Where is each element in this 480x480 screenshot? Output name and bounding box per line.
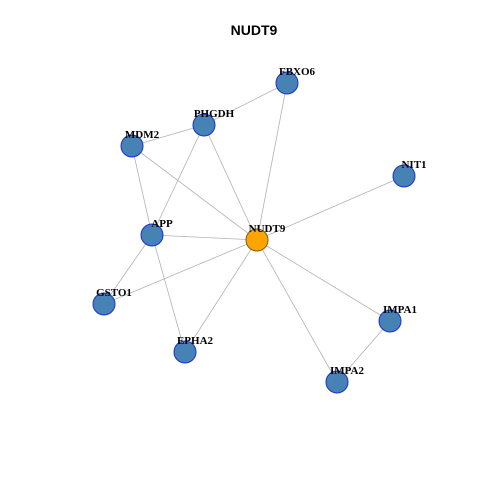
node-label: NIT1 bbox=[401, 159, 426, 171]
node-label: MDM2 bbox=[125, 129, 160, 141]
edge-nudt9-mdm2 bbox=[131, 145, 258, 241]
node-impa2[interactable]: IMPA2 bbox=[325, 365, 365, 394]
edge-nudt9-impa2 bbox=[256, 239, 338, 383]
node-label: GSTO1 bbox=[96, 287, 132, 299]
edge-nudt9-impa1 bbox=[256, 239, 391, 322]
node-circle[interactable] bbox=[392, 164, 416, 188]
node-label: APP bbox=[151, 218, 173, 230]
node-gsto1[interactable]: GSTO1 bbox=[92, 287, 132, 316]
node-label: IMPA1 bbox=[383, 304, 417, 316]
edge-nudt9-fbxo6 bbox=[256, 82, 288, 241]
edge-nudt9-phgdh bbox=[203, 124, 258, 241]
node-label: FBXO6 bbox=[279, 66, 316, 78]
node-impa1[interactable]: IMPA1 bbox=[378, 304, 417, 333]
node-circle[interactable] bbox=[192, 113, 216, 137]
node-app[interactable]: APP bbox=[140, 218, 173, 247]
edge-app-gsto1 bbox=[103, 234, 153, 305]
node-nit1[interactable]: NIT1 bbox=[392, 159, 427, 188]
edge-phgdh-mdm2 bbox=[131, 124, 205, 147]
node-circle[interactable] bbox=[173, 340, 197, 364]
edge-fbxo6-phgdh bbox=[203, 82, 288, 126]
edge-app-epha2 bbox=[151, 234, 186, 353]
edges-layer bbox=[103, 82, 405, 383]
node-circle[interactable] bbox=[325, 370, 349, 394]
node-epha2[interactable]: EPHA2 bbox=[173, 335, 214, 364]
edge-nudt9-gsto1 bbox=[103, 239, 258, 305]
node-circle[interactable] bbox=[120, 134, 144, 158]
node-circle[interactable] bbox=[92, 292, 116, 316]
edge-nudt9-epha2 bbox=[184, 239, 258, 353]
nodes-layer: NUDT9FBXO6PHGDHMDM2NIT1APPGSTO1EPHA2IMPA… bbox=[92, 66, 427, 394]
node-nudt9[interactable]: NUDT9 bbox=[245, 223, 286, 252]
node-label: NUDT9 bbox=[249, 223, 286, 235]
node-circle[interactable] bbox=[275, 71, 299, 95]
edge-nudt9-app bbox=[151, 234, 258, 241]
node-label: EPHA2 bbox=[177, 335, 214, 347]
edge-phgdh-app bbox=[151, 124, 205, 236]
node-phgdh[interactable]: PHGDH bbox=[192, 108, 235, 137]
node-label: IMPA2 bbox=[330, 365, 365, 377]
node-circle[interactable] bbox=[378, 309, 402, 333]
node-fbxo6[interactable]: FBXO6 bbox=[275, 66, 316, 95]
node-circle[interactable] bbox=[140, 223, 164, 247]
edge-impa1-impa2 bbox=[336, 320, 391, 383]
node-label: PHGDH bbox=[194, 108, 235, 120]
edge-mdm2-app bbox=[131, 145, 153, 236]
node-circle[interactable] bbox=[245, 228, 269, 252]
diagram-title: NUDT9 bbox=[231, 22, 278, 38]
node-mdm2[interactable]: MDM2 bbox=[120, 129, 160, 158]
edge-nudt9-nit1 bbox=[256, 175, 405, 241]
